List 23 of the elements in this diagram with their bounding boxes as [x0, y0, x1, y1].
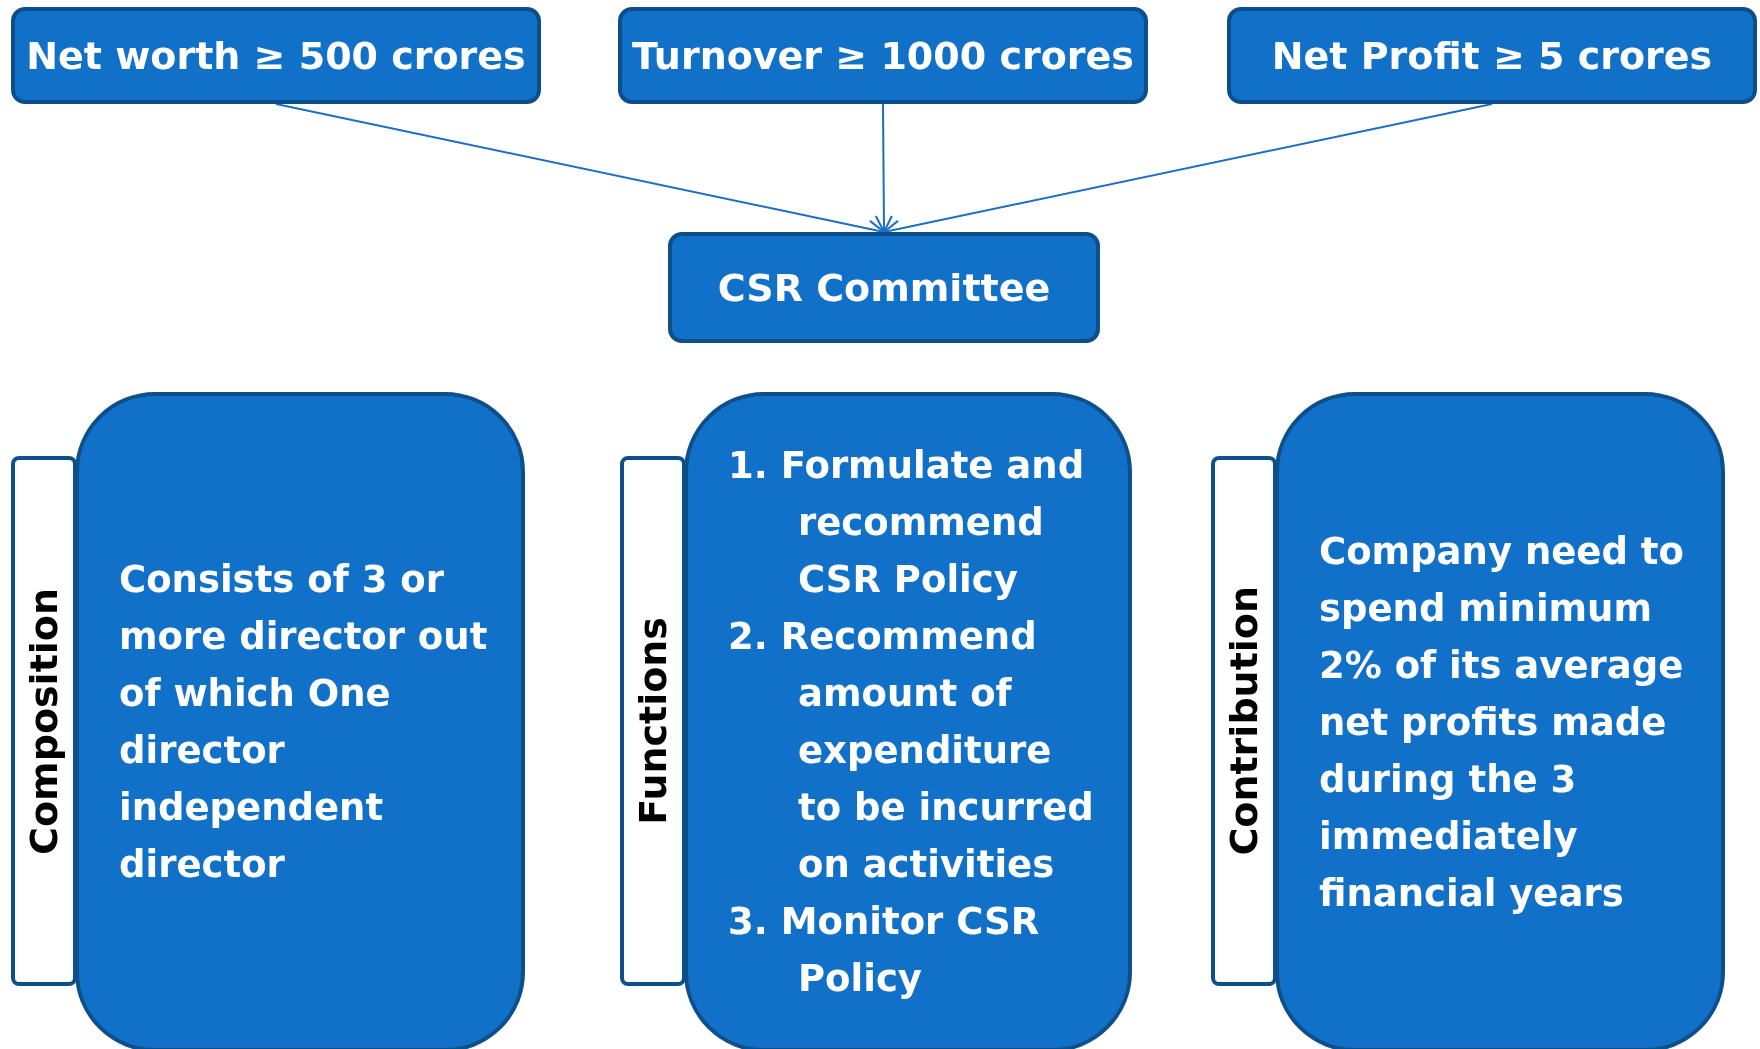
side-tab	[620, 456, 686, 986]
rounded-panel	[684, 392, 1132, 1049]
rounded-panel	[1275, 392, 1725, 1049]
side-tab	[11, 456, 77, 986]
tab-label: Functions	[631, 617, 675, 825]
list-item: 3. Monitor CSR Policy	[728, 899, 1041, 1002]
criterion-box	[11, 7, 541, 104]
side-tab	[1211, 456, 1277, 986]
list-item: 2. Recommend amount of expenditure to be incurred on activities	[728, 614, 1095, 888]
tab-label: Contribution	[1222, 586, 1266, 856]
committee-box	[668, 232, 1100, 343]
arrow	[874, 103, 893, 233]
box-label: Net worth ≥ 500 crores	[26, 33, 526, 78]
list-item: 1. Formulate and recommend CSR Policy	[728, 443, 1086, 603]
box-label: Net Profit ≥ 5 crores	[1271, 33, 1713, 78]
criterion-box	[618, 7, 1148, 104]
criterion-box	[1227, 7, 1757, 104]
tab-label: Composition	[22, 587, 66, 855]
description-text: Company need to spend minimum 2% of its average net profits made during the 3 immediately financial years	[1319, 528, 1685, 917]
box-label: Turnover ≥ 1000 crores	[632, 33, 1134, 78]
description-text: Consists of 3 or more director out of which One director independent director	[119, 557, 489, 888]
rounded-panel	[75, 392, 525, 1049]
box-label: CSR Committee	[717, 265, 1051, 310]
